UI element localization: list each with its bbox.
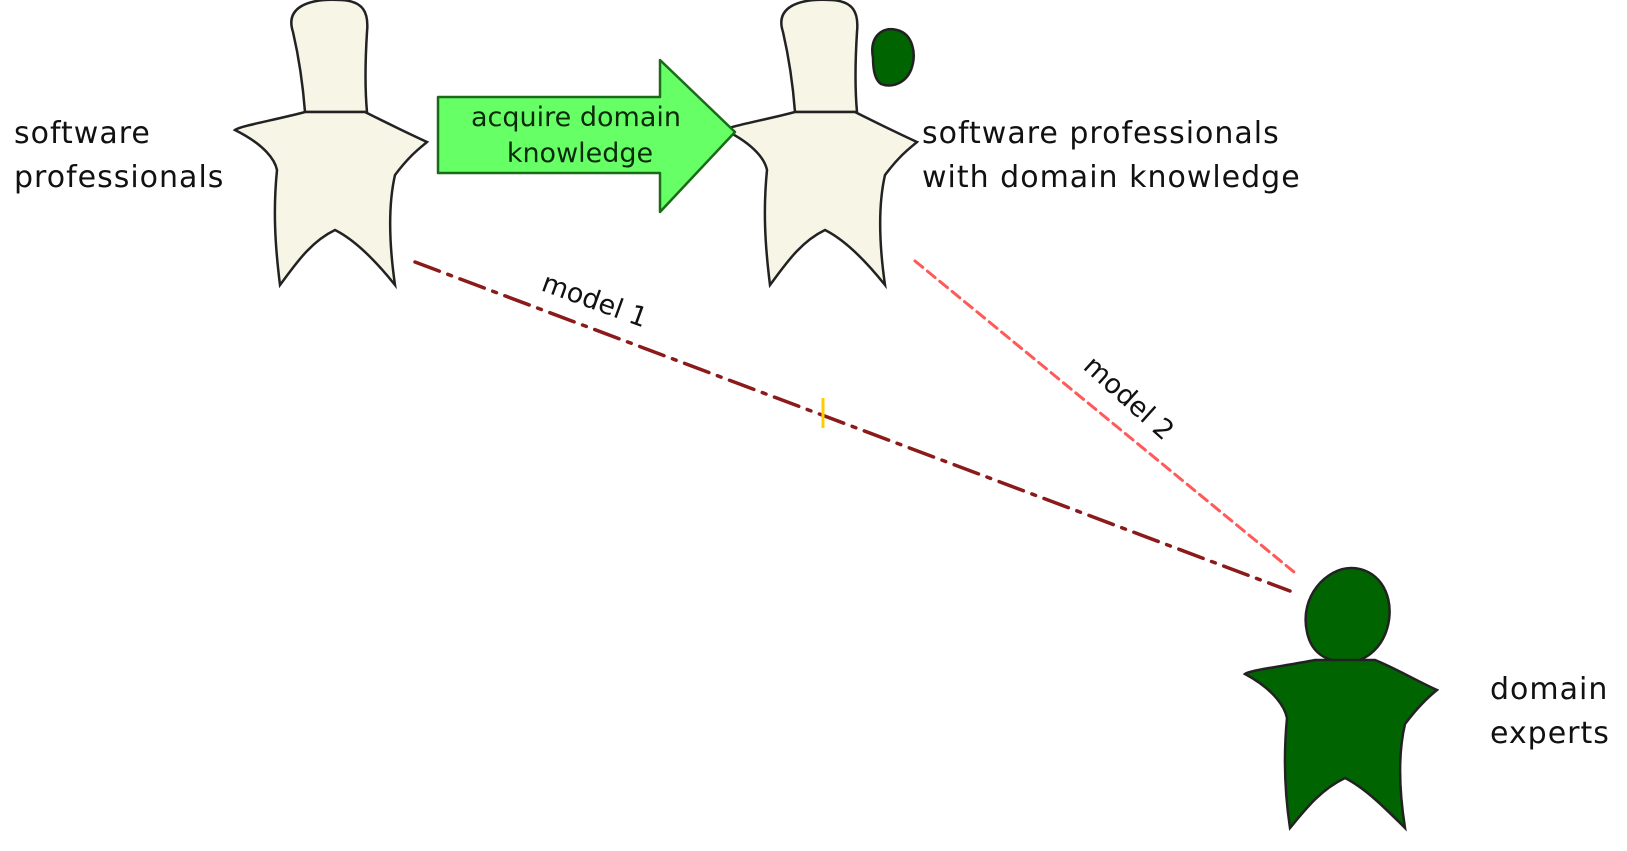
label-line: domain (1490, 672, 1609, 707)
model2-label: model 2 (1077, 350, 1179, 447)
acquire-knowledge-arrow: acquire domain knowledge (436, 58, 737, 214)
body-shape (232, 110, 430, 290)
model2-edge (913, 259, 1296, 574)
body-shape (722, 110, 920, 290)
head-shape (780, 0, 859, 114)
domain-experts-label: domain experts (1490, 668, 1610, 756)
body-shape (1242, 658, 1440, 832)
label-line: software (14, 116, 151, 151)
software-professional-with-domain-figure (722, 0, 920, 290)
model1-label: model 1 (538, 267, 652, 334)
domain-expert-figure (1242, 566, 1440, 832)
software-professionals-label: software professionals (14, 112, 224, 200)
arrow-label-line1: acquire domain (471, 102, 681, 133)
software-professionals-with-domain-label: software professionals with domain knowl… (922, 112, 1301, 200)
model1-edge (413, 260, 1292, 593)
software-professional-figure (232, 0, 430, 290)
head-shape (1304, 566, 1391, 664)
label-line: software professionals (922, 116, 1280, 151)
label-line: with domain knowledge (922, 160, 1301, 195)
label-line: professionals (14, 160, 225, 195)
head-shape (290, 0, 369, 114)
arrow-label-line2: knowledge (507, 138, 653, 169)
knowledge-blob (871, 27, 915, 87)
arrow-shape (436, 58, 737, 214)
label-line: experts (1490, 716, 1610, 751)
